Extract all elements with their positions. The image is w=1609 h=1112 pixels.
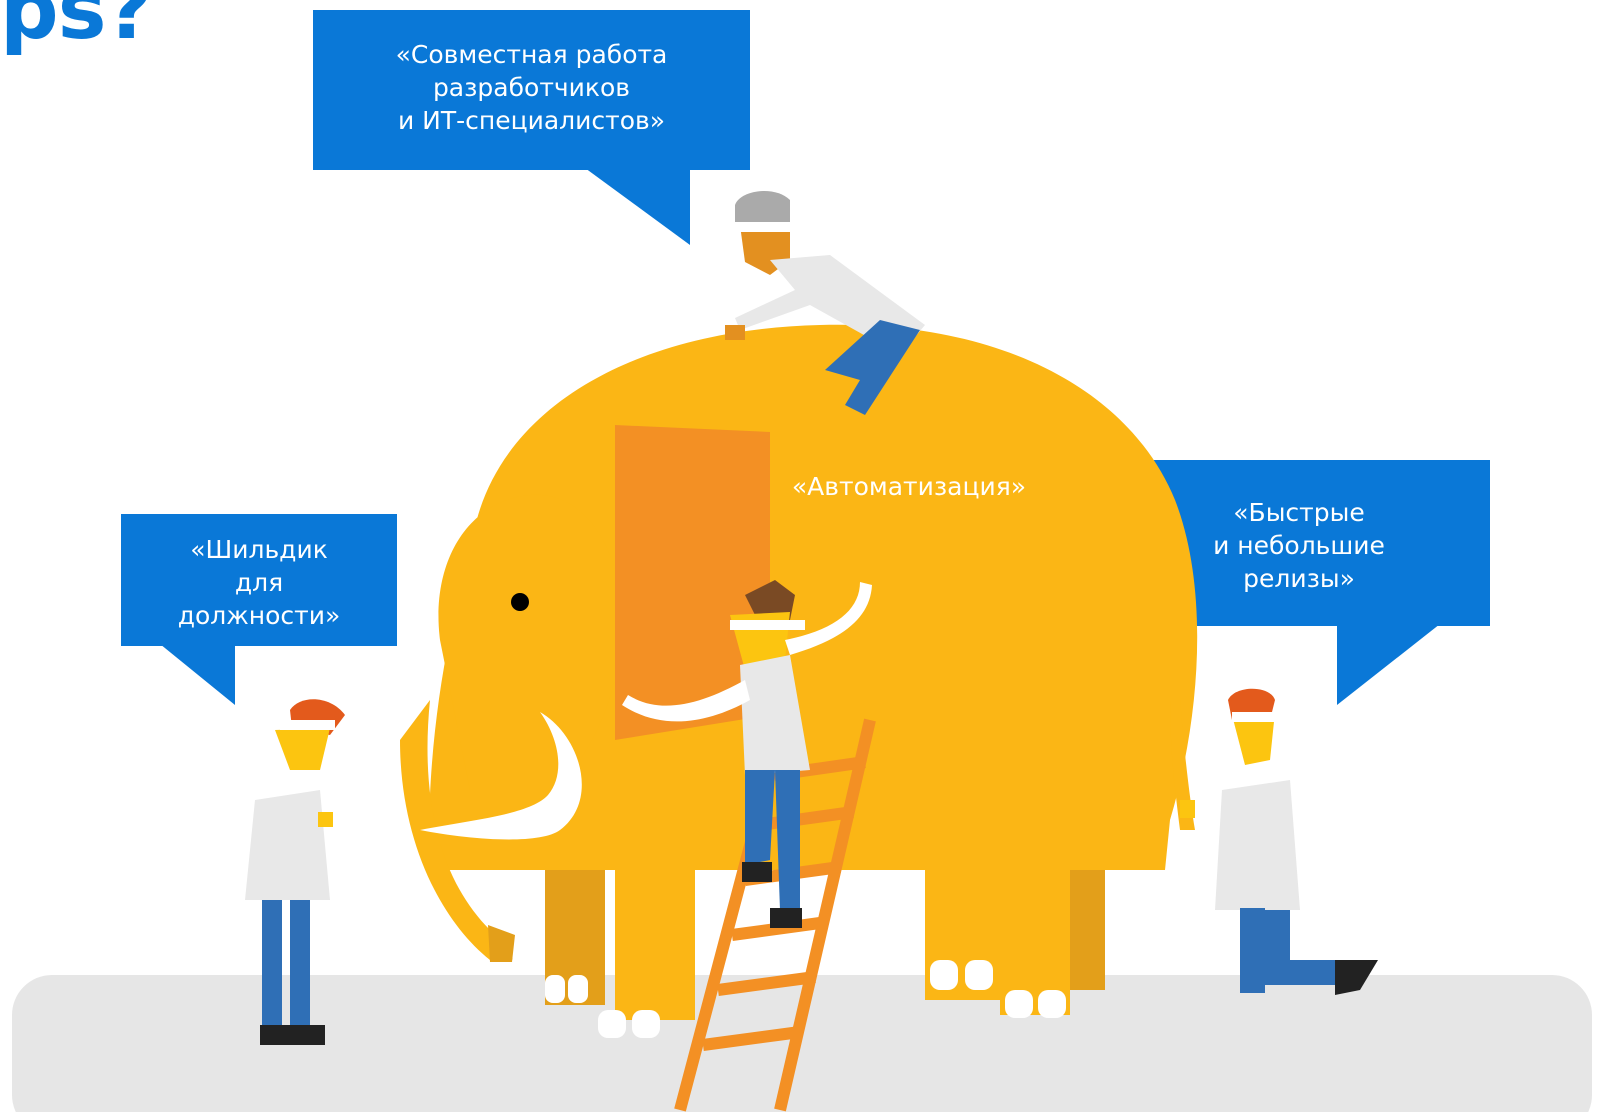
person-left [245, 699, 345, 1045]
elephant [400, 324, 1198, 1038]
person-ladder [622, 580, 872, 928]
bubble-automation-text: «Автоматизация» [791, 472, 1027, 501]
bubble-badge-shape [121, 514, 397, 705]
person-right [1180, 688, 1378, 995]
ground [12, 975, 1592, 1112]
person-top [725, 190, 925, 415]
bubble-collaboration-shape [313, 10, 750, 245]
bubble-releases-text: «Быстрые и небольшие релизы» [1213, 498, 1385, 593]
page-title-fragment: ps? [0, 0, 153, 58]
bubble-collaboration-text: «Совместная работа разработчиков и ИТ-сп… [395, 40, 668, 135]
bubble-badge-text: «Шильдик для должности» [177, 535, 341, 630]
